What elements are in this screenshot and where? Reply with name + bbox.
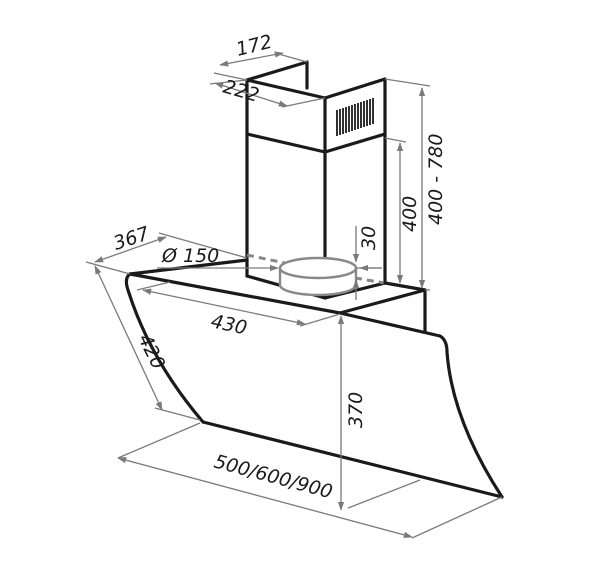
exhaust-duct: [246, 253, 386, 297]
label-duct-diameter: Ø 150: [161, 245, 219, 267]
dimension-labels: 172 222 400 - 780 400 30 Ø 150 367 430 4…: [111, 31, 447, 504]
hood-top-box: [128, 258, 442, 338]
label-front-height: 370: [345, 392, 367, 428]
upper-chimney: [245, 60, 387, 152]
label-chimney-height-range: 400 - 780: [425, 134, 447, 225]
label-lower-chimney-height: 400: [399, 196, 421, 232]
label-duct-offset: 30: [358, 226, 380, 250]
label-hood-width: 500/600/900: [212, 451, 335, 504]
dimension-lines: [85, 51, 503, 539]
lower-chimney: [245, 132, 387, 300]
vent-grille-icon: [336, 98, 374, 136]
label-top-width: 430: [209, 310, 249, 339]
label-top-depth: 367: [111, 223, 152, 255]
